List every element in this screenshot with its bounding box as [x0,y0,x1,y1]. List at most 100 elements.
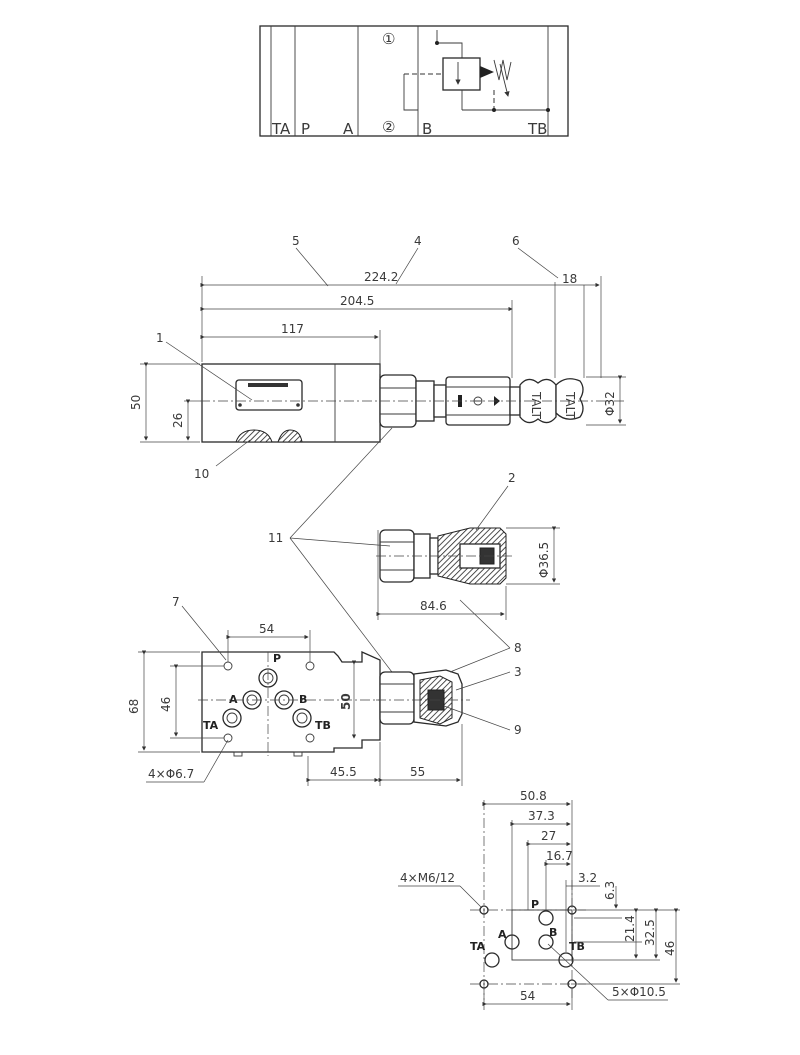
leader-1 [165,341,253,401]
port-p [258,668,278,688]
dim-36: Φ36.5 [537,542,551,578]
dim-50-side: 50 [339,693,353,710]
dim-threads: 4×M6/12 [400,871,455,885]
dim-holes: 4×Φ6.7 [148,767,194,781]
knob-text: TALT [529,391,543,420]
port-label-b: B [299,693,307,706]
callout-3: 3 [514,665,522,679]
leader-5 [295,247,329,287]
dim-50: 50 [129,395,143,410]
symbol-junction [435,41,439,45]
knob-text: TALT [563,391,577,420]
leader-holes [203,739,229,783]
dim-3-2: 3.2 [578,871,597,885]
dim-mp-46: 46 [663,941,677,956]
dim-26: 26 [171,413,185,428]
dim-32: Φ32 [603,391,617,416]
symbol-junction [546,108,550,112]
symbol-adjust-arrow [499,63,510,97]
screw [238,403,242,407]
leader-6 [517,247,559,279]
dim-16-7: 16.7 [546,849,573,863]
dim-21-4: 21.4 [623,915,637,942]
nameplate-text [248,383,288,387]
callout-6: 6 [512,234,520,248]
mp-outline [511,909,573,961]
symbol-arrow-head [480,66,494,78]
mp-label-ta: TA [470,940,486,953]
bottom-port [235,429,273,443]
symbol-label-circled-one: ① [382,30,395,48]
port-label-tb: TB [315,719,331,732]
mp-port-ta [484,952,500,968]
callout-4: 4 [414,234,422,248]
mp-thread-hole [479,905,489,915]
callout-5: 5 [292,234,300,248]
dim-55: 55 [410,765,425,779]
dim-46: 46 [159,697,173,712]
side-view: P A B TA TB 54 68 46 50 45.5 [127,595,522,786]
symbol-label-tb: TB [527,120,547,138]
callout-1: 1 [156,331,164,345]
nameplate [235,379,303,411]
callout-2: 2 [508,471,516,485]
symbol-junction [492,108,496,112]
leader-3 [455,671,511,691]
mp-port-p [538,910,554,926]
leader-7 [181,605,227,661]
knob-outer [555,378,584,420]
dim-45: 45.5 [330,765,357,779]
leader-11 [289,537,391,547]
mp-label-a: A [498,928,507,941]
port-label-a: A [229,693,238,706]
port-tb [292,708,312,728]
mp-label-p: P [531,898,539,911]
symbol-label-p: P [301,120,310,138]
dim-224: 224.2 [364,270,398,284]
port-ta [222,708,242,728]
foot [233,751,243,757]
leader-9 [443,705,511,731]
callout-11: 11 [268,531,283,545]
mount-hole [305,733,315,743]
front-view: TALT TALT 224.2 204.5 117 18 50 26 Φ3 [129,234,626,481]
callout-11-group: 11 [268,427,399,681]
mp-port-tb [558,952,574,968]
symbol-pipe [437,42,463,58]
mp-port-a [504,934,520,950]
dim-32-5: 32.5 [643,919,657,946]
leader-10 [215,439,251,467]
symbol-label-a: A [343,120,354,138]
leader-2 [475,485,509,531]
symbol-label-ta: TA [271,120,291,138]
port-tb-inner [296,712,308,724]
mp-port-b [538,934,554,950]
leader-8 [459,599,511,649]
port-label-p: P [273,652,281,665]
dim-ports: 5×Φ10.5 [612,985,666,999]
symbol-valve-box [442,57,481,91]
leader-11 [289,537,399,681]
port-label-ta: TA [203,719,219,732]
dim-54: 54 [259,622,274,636]
bottom-port [277,429,303,443]
mp-label-tb: TB [569,940,585,953]
port-ta-inner [226,712,238,724]
foot [293,751,303,757]
mounting-pattern: P A B TA TB 50.8 37.3 27 16.7 3.2 6.3 21… [398,789,680,1010]
dim-27: 27 [541,829,556,843]
symbol-pipe [403,74,418,111]
symbol-label-circled-two: ② [382,118,395,136]
leader-threads [459,885,483,909]
leader-ports [547,943,609,1001]
leader-11 [289,427,393,539]
dim-37-3: 37.3 [528,809,555,823]
hex-nut [379,671,415,725]
dim-68: 68 [127,699,141,714]
dim-18: 18 [562,272,577,286]
screw [296,403,300,407]
dim-204: 204.5 [340,294,374,308]
dim-117: 117 [281,322,304,336]
